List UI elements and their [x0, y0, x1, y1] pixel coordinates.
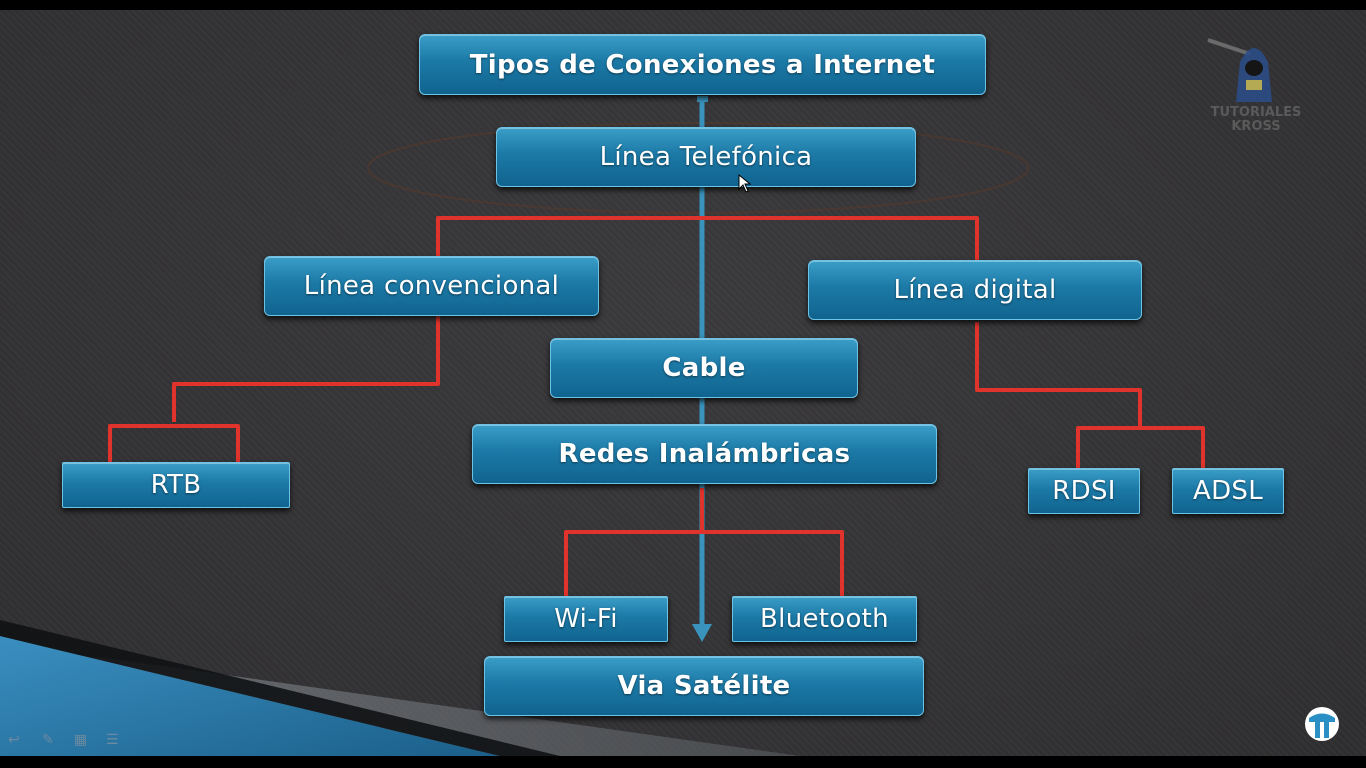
node-linea-telefonica: Línea Telefónica — [496, 127, 916, 187]
node-rtb: RTB — [62, 462, 290, 508]
back-arrow-icon[interactable]: ↩ — [8, 732, 20, 748]
red-connectors — [108, 216, 1205, 598]
mouse-cursor-icon — [738, 174, 752, 193]
hooded-figure-icon — [1207, 38, 1272, 102]
t-logo-icon — [1305, 707, 1339, 741]
slide: Tipos de Conexiones a Internet Línea Tel… — [0, 10, 1366, 756]
node-via-satelite: Via Satélite — [484, 656, 924, 716]
node-linea-digital: Línea digital — [808, 260, 1142, 320]
node-cable: Cable — [550, 338, 858, 398]
grid-icon[interactable]: ▦ — [74, 732, 88, 748]
node-redes-inalambricas: Redes Inalámbricas — [472, 424, 937, 484]
watermark-line1: TUTORIALES — [1210, 105, 1302, 120]
menu-icon[interactable]: ☰ — [106, 732, 119, 748]
watermark-text: TUTORIALES KROSS — [1206, 106, 1306, 134]
node-wifi: Wi-Fi — [504, 596, 668, 642]
watermark-line2: KROSS — [1231, 119, 1281, 134]
node-linea-convencional: Línea convencional — [264, 256, 599, 316]
title-node: Tipos de Conexiones a Internet — [419, 34, 986, 95]
decorative-wedge — [0, 620, 800, 756]
node-bluetooth: Bluetooth — [732, 596, 917, 642]
pen-icon[interactable]: ✎ — [42, 732, 54, 748]
node-rdsi: RDSI — [1028, 468, 1140, 514]
node-adsl: ADSL — [1172, 468, 1284, 514]
highlight-ellipse — [367, 122, 1029, 214]
